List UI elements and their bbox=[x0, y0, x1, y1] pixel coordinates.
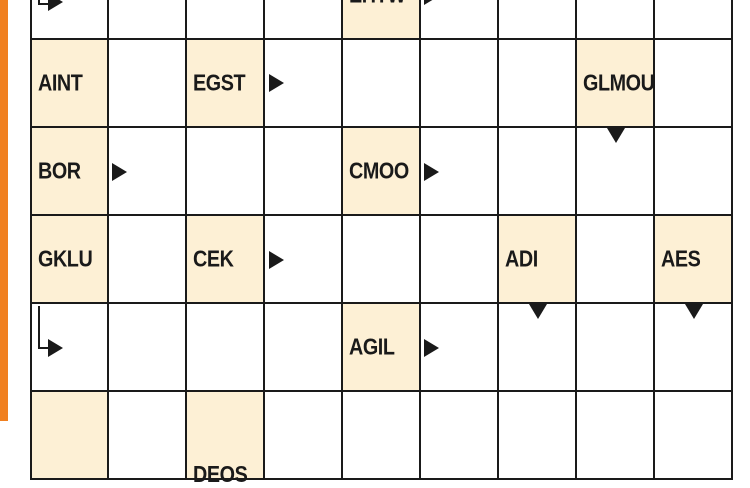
clue-letters: EHTW bbox=[349, 0, 406, 8]
answer-cell[interactable] bbox=[265, 0, 343, 40]
answer-cell[interactable] bbox=[187, 128, 265, 216]
answer-cell[interactable] bbox=[265, 128, 343, 216]
right-arrow-icon bbox=[424, 163, 439, 181]
hook-arrow-stem bbox=[38, 0, 40, 4]
hook-arrow-stem bbox=[38, 3, 50, 5]
answer-cell[interactable] bbox=[109, 392, 187, 480]
clue-cell: DEOS bbox=[187, 392, 265, 487]
hook-arrow-icon bbox=[48, 0, 63, 11]
clue-cell: GKLU bbox=[30, 216, 109, 304]
answer-cell[interactable] bbox=[109, 216, 187, 304]
right-arrow-icon bbox=[269, 251, 284, 269]
answer-cell[interactable] bbox=[577, 392, 655, 480]
answer-cell[interactable] bbox=[655, 0, 733, 40]
answer-cell[interactable] bbox=[655, 128, 733, 216]
answer-cell[interactable] bbox=[577, 0, 655, 40]
clue-cell: EGST bbox=[187, 40, 265, 128]
clue-letters: EGST bbox=[193, 69, 246, 96]
clue-cell: CEK bbox=[187, 216, 265, 304]
answer-cell[interactable] bbox=[499, 392, 577, 480]
clue-cell: BOR bbox=[30, 128, 109, 216]
clue-letters: AES bbox=[661, 245, 701, 272]
clue-letters: AINT bbox=[38, 69, 83, 96]
clue-cell: GLMOU bbox=[577, 40, 655, 128]
right-arrow-icon bbox=[424, 339, 439, 357]
answer-cell[interactable] bbox=[343, 392, 421, 480]
clue-letters: DEOS bbox=[193, 461, 248, 487]
clue-letters: AGIL bbox=[349, 333, 395, 360]
answer-cell[interactable] bbox=[109, 0, 187, 40]
answer-cell[interactable] bbox=[343, 40, 421, 128]
answer-cell[interactable] bbox=[187, 0, 265, 40]
answer-cell[interactable] bbox=[421, 216, 499, 304]
answer-cell[interactable] bbox=[30, 0, 109, 40]
answer-cell[interactable] bbox=[421, 392, 499, 480]
clue-letters: BOR bbox=[38, 157, 81, 184]
hook-arrow-icon bbox=[48, 339, 63, 357]
clue-cell bbox=[30, 392, 109, 480]
clue-cell: AINT bbox=[30, 40, 109, 128]
answer-cell[interactable] bbox=[421, 128, 499, 216]
answer-cell[interactable] bbox=[499, 0, 577, 40]
clue-letters: GKLU bbox=[38, 245, 93, 272]
clue-letters: ADI bbox=[505, 245, 538, 272]
down-arrow-icon bbox=[607, 128, 625, 143]
orange-accent-stripe bbox=[0, 0, 8, 421]
clue-cell: AES bbox=[655, 216, 733, 304]
clue-letters: CMOO bbox=[349, 157, 409, 184]
clue-cell: CMOO bbox=[343, 128, 421, 216]
answer-cell[interactable] bbox=[421, 0, 499, 40]
answer-cell[interactable] bbox=[577, 216, 655, 304]
clue-cell: EHTW bbox=[343, 0, 421, 40]
right-arrow-icon bbox=[112, 163, 127, 181]
clue-letters: CEK bbox=[193, 245, 234, 272]
answer-cell[interactable] bbox=[343, 216, 421, 304]
answer-cell[interactable] bbox=[421, 40, 499, 128]
answer-cell[interactable] bbox=[655, 392, 733, 480]
down-arrow-icon bbox=[529, 304, 547, 319]
answer-cell[interactable] bbox=[30, 304, 109, 392]
hook-arrow-stem bbox=[38, 306, 40, 348]
crossword-grid: EHTW AINT EGST GLMOU BOR CMOO GKLU CEK ADI AES AGI… bbox=[30, 0, 733, 487]
clue-letters: GLMOU bbox=[583, 69, 655, 96]
answer-cell[interactable] bbox=[577, 304, 655, 392]
down-arrow-icon bbox=[685, 304, 703, 319]
answer-cell[interactable] bbox=[187, 304, 265, 392]
answer-cell[interactable] bbox=[265, 304, 343, 392]
right-arrow-icon bbox=[269, 74, 284, 92]
answer-cell[interactable] bbox=[265, 392, 343, 480]
answer-cell[interactable] bbox=[499, 128, 577, 216]
right-arrow-icon bbox=[424, 0, 439, 5]
answer-cell[interactable] bbox=[499, 40, 577, 128]
hook-arrow-stem bbox=[38, 347, 50, 349]
clue-cell: AGIL bbox=[343, 304, 421, 392]
answer-cell[interactable] bbox=[109, 40, 187, 128]
answer-cell[interactable] bbox=[109, 304, 187, 392]
clue-cell: ADI bbox=[499, 216, 577, 304]
answer-cell[interactable] bbox=[655, 40, 733, 128]
